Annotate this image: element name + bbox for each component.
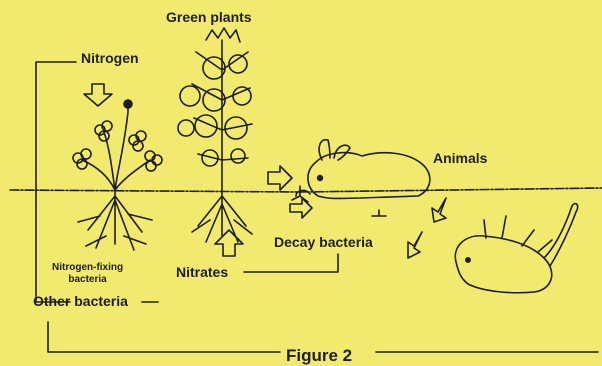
dead-animal: [455, 204, 577, 293]
decay-from-animal-arrow: [408, 232, 422, 258]
to-decay-arrow: [290, 198, 312, 218]
rabbit-animal: [292, 140, 430, 202]
animal-dies-arrow: [432, 198, 446, 222]
nitrates-up-arrow: [215, 230, 243, 256]
nitrogen-down-arrow: [84, 84, 112, 106]
plant-to-animal-arrow: [268, 166, 292, 190]
tomato-plant: [178, 28, 252, 242]
animals-label: Animals: [433, 150, 487, 166]
decay-tick: [372, 210, 386, 216]
decay-to-nitrates-connector: [244, 254, 338, 272]
nitrogen-fixing-line1: Nitrogen-fixing: [52, 262, 123, 273]
clover-plant: [73, 100, 162, 250]
other-bacteria-label: Other bacteria: [33, 293, 128, 309]
nitrates-label: Nitrates: [176, 264, 228, 280]
nitrogen-label: Nitrogen: [81, 50, 139, 66]
nitrogen-fixing-line2: bacteria: [68, 274, 106, 285]
decay-bacteria-label: Decay bacteria: [274, 234, 373, 250]
figure-caption: Figure 2: [286, 346, 352, 366]
green-plants-label: Green plants: [166, 9, 252, 25]
